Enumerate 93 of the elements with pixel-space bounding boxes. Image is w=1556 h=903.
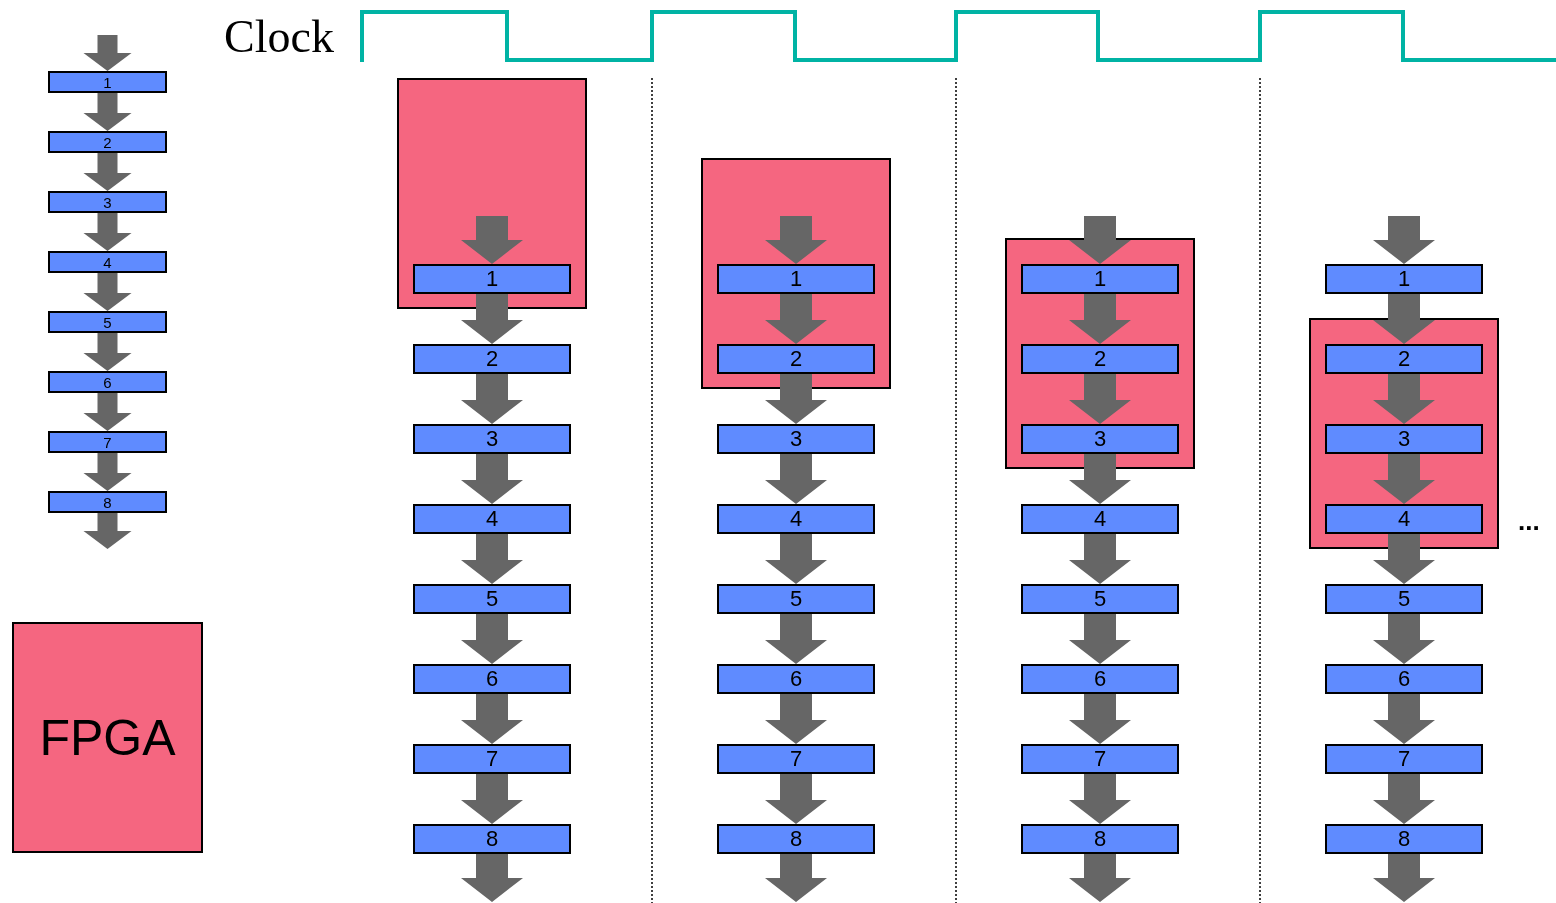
arrow bbox=[1069, 694, 1131, 744]
ellipsis-label: ... bbox=[1518, 508, 1540, 534]
pipeline-stage: 7 bbox=[413, 744, 571, 774]
arrow bbox=[461, 454, 523, 504]
pipeline-stage: 4 bbox=[1021, 504, 1179, 534]
pipeline-stage: 8 bbox=[1325, 824, 1483, 854]
arrow bbox=[461, 216, 523, 264]
arrow bbox=[83, 35, 132, 71]
pipeline-stage: 3 bbox=[48, 191, 167, 213]
arrow bbox=[1373, 854, 1435, 902]
arrow bbox=[765, 534, 827, 584]
fpga-region bbox=[701, 158, 891, 389]
arrow bbox=[461, 294, 523, 344]
arrow bbox=[1069, 374, 1131, 424]
pipeline-stage: 4 bbox=[717, 504, 875, 534]
pipeline-stage: 3 bbox=[413, 424, 571, 454]
pipeline-stage: 3 bbox=[717, 424, 875, 454]
arrow bbox=[1373, 774, 1435, 824]
pipeline-stage: 1 bbox=[413, 264, 571, 294]
pipeline-stage: 6 bbox=[413, 664, 571, 694]
arrow bbox=[1373, 294, 1435, 344]
pipeline-stage: 7 bbox=[48, 431, 167, 453]
pipeline-stage: 7 bbox=[1021, 744, 1179, 774]
arrow bbox=[461, 614, 523, 664]
arrow bbox=[765, 614, 827, 664]
arrow bbox=[765, 454, 827, 504]
arrow bbox=[83, 453, 132, 491]
pipeline-stage: 7 bbox=[1325, 744, 1483, 774]
pipeline-stage: 1 bbox=[1021, 264, 1179, 294]
arrow bbox=[83, 213, 132, 251]
pipeline-stage: 1 bbox=[48, 71, 167, 93]
arrow bbox=[765, 694, 827, 744]
arrow bbox=[765, 774, 827, 824]
arrow bbox=[1069, 614, 1131, 664]
pipeline-stage: 1 bbox=[1325, 264, 1483, 294]
clock-label: Clock bbox=[224, 14, 334, 60]
fpga-region bbox=[397, 78, 587, 309]
arrow bbox=[1373, 614, 1435, 664]
arrow bbox=[1069, 454, 1131, 504]
arrow bbox=[461, 374, 523, 424]
pipeline-stage: 6 bbox=[717, 664, 875, 694]
arrow bbox=[83, 333, 132, 371]
arrow bbox=[461, 854, 523, 902]
arrow bbox=[765, 294, 827, 344]
pipeline-stage: 8 bbox=[717, 824, 875, 854]
pipeline-stage: 5 bbox=[1325, 584, 1483, 614]
arrow bbox=[83, 93, 132, 131]
pipeline-stage: 5 bbox=[413, 584, 571, 614]
arrow bbox=[1373, 374, 1435, 424]
pipeline-stage: 2 bbox=[48, 131, 167, 153]
arrow bbox=[461, 534, 523, 584]
arrow bbox=[1373, 694, 1435, 744]
arrow bbox=[83, 153, 132, 191]
arrow bbox=[461, 694, 523, 744]
arrow bbox=[83, 393, 132, 431]
arrow bbox=[1069, 854, 1131, 902]
pipeline-stage: 8 bbox=[48, 491, 167, 513]
arrow bbox=[765, 216, 827, 264]
arrow bbox=[1069, 294, 1131, 344]
arrow bbox=[765, 854, 827, 902]
pipeline-stage: 6 bbox=[1021, 664, 1179, 694]
arrow bbox=[765, 374, 827, 424]
pipeline-stage: 2 bbox=[413, 344, 571, 374]
arrow bbox=[1069, 216, 1131, 264]
pipeline-stage: 5 bbox=[48, 311, 167, 333]
pipeline-stage: 6 bbox=[48, 371, 167, 393]
pipeline-stage: 1 bbox=[717, 264, 875, 294]
fpga-region bbox=[1005, 238, 1195, 469]
arrow bbox=[1373, 216, 1435, 264]
pipeline-stage: 4 bbox=[48, 251, 167, 273]
fpga-label: FPGA bbox=[39, 708, 176, 767]
pipeline-stage: 5 bbox=[717, 584, 875, 614]
arrow bbox=[1069, 534, 1131, 584]
pipeline-stage: 2 bbox=[717, 344, 875, 374]
pipeline-stage: 6 bbox=[1325, 664, 1483, 694]
arrow bbox=[1069, 774, 1131, 824]
fpga-region bbox=[1309, 318, 1499, 549]
pipeline-stage: 4 bbox=[413, 504, 571, 534]
pipeline-stage: 3 bbox=[1021, 424, 1179, 454]
fpga-block bbox=[12, 622, 203, 853]
pipeline-stage: 2 bbox=[1325, 344, 1483, 374]
pipeline-stage: 5 bbox=[1021, 584, 1179, 614]
arrow bbox=[1373, 534, 1435, 584]
pipeline-stage: 8 bbox=[413, 824, 571, 854]
pipeline-stage: 2 bbox=[1021, 344, 1179, 374]
pipeline-stage: 7 bbox=[717, 744, 875, 774]
arrow bbox=[1373, 454, 1435, 504]
pipeline-stage: 3 bbox=[1325, 424, 1483, 454]
pipeline-stage: 8 bbox=[1021, 824, 1179, 854]
pipeline-stage: 4 bbox=[1325, 504, 1483, 534]
arrow bbox=[461, 774, 523, 824]
arrow bbox=[83, 273, 132, 311]
arrow bbox=[83, 513, 132, 549]
